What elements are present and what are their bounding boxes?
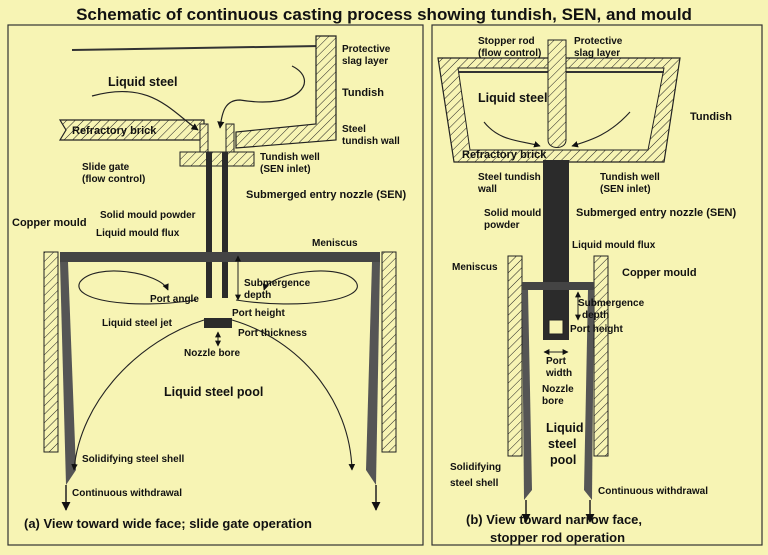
b-label-slag-2: slag layer bbox=[574, 48, 620, 59]
a-sen-right-wall bbox=[222, 152, 228, 298]
b-label-well-2: (SEN inlet) bbox=[600, 184, 651, 195]
b-copper-mould-left bbox=[507, 255, 523, 457]
b-label-well-1: Tundish well bbox=[600, 172, 660, 183]
a-label-wall-1: Steel bbox=[342, 124, 366, 135]
a-label-nozzle-bore: Nozzle bore bbox=[184, 348, 241, 359]
b-label-bore-1: Nozzle bbox=[542, 384, 574, 395]
a-slag-layer-line bbox=[71, 45, 321, 51]
panel-b-frame bbox=[431, 24, 763, 546]
a-well-right bbox=[225, 123, 235, 155]
a-refractory-brick bbox=[58, 119, 205, 141]
a-jet-right bbox=[231, 319, 356, 471]
b-label-port-width-2: width bbox=[545, 368, 572, 379]
a-copper-mould-left bbox=[43, 251, 59, 453]
b-label-shell-1: Solidifying bbox=[450, 462, 501, 473]
a-well-left bbox=[199, 123, 209, 155]
b-label-refractory: Refractory brick bbox=[462, 149, 547, 161]
a-label-slag-1: Protective bbox=[342, 44, 391, 55]
a-mould-flux-band bbox=[60, 252, 380, 262]
figure-title: Schematic of continuous casting process … bbox=[76, 5, 692, 24]
a-label-withdrawal: Continuous withdrawal bbox=[72, 488, 182, 499]
a-label-sub-2: depth bbox=[244, 290, 271, 301]
a-loop-right bbox=[235, 270, 358, 305]
b-label-sub-1: Submergence bbox=[578, 298, 645, 309]
b-label-liquid-steel: Liquid steel bbox=[478, 91, 547, 105]
a-label-powder: Solid mould powder bbox=[100, 210, 196, 221]
a-flow-left bbox=[91, 90, 199, 131]
a-copper-mould-right bbox=[381, 251, 397, 453]
b-label-port-width-1: Port bbox=[546, 356, 567, 367]
a-label-well-2: (SEN inlet) bbox=[260, 164, 311, 175]
b-stopper-rod bbox=[547, 39, 567, 148]
a-shell-left bbox=[60, 262, 76, 485]
b-flow-left bbox=[483, 121, 541, 148]
b-label-powder-2: powder bbox=[484, 220, 520, 231]
b-caption-1: (b) View toward narrow face, bbox=[466, 512, 642, 527]
a-label-liquid-steel: Liquid steel bbox=[108, 75, 177, 89]
a-jet-left bbox=[71, 319, 205, 471]
b-label-pool-1: Liquid bbox=[546, 421, 584, 435]
a-label-port-thickness: Port thickness bbox=[238, 328, 307, 339]
b-label-pool-2: steel bbox=[548, 437, 577, 451]
a-label-jet: Liquid steel jet bbox=[102, 318, 173, 329]
b-label-bore-2: bore bbox=[542, 396, 564, 407]
b-flow-right bbox=[571, 111, 631, 148]
b-label-shell-2: steel shell bbox=[450, 478, 499, 489]
b-label-sub-2: depth bbox=[582, 310, 609, 321]
a-label-flux: Liquid mould flux bbox=[96, 228, 180, 239]
b-sen-port bbox=[548, 319, 564, 335]
a-label-tundish: Tundish bbox=[342, 87, 384, 99]
b-shell-right bbox=[584, 290, 594, 500]
b-copper-mould-right bbox=[593, 255, 609, 457]
a-flow-right bbox=[217, 65, 305, 129]
b-label-stopper-2: (flow control) bbox=[478, 48, 541, 59]
a-label-copper-mould: Copper mould bbox=[12, 217, 87, 229]
b-label-port-height: Port height bbox=[570, 324, 623, 335]
a-label-refractory: Refractory brick bbox=[72, 125, 157, 137]
a-label-port-height: Port height bbox=[232, 308, 285, 319]
b-label-powder-1: Solid mould bbox=[484, 208, 541, 219]
panel-a-frame bbox=[7, 24, 424, 546]
b-label-withdrawal: Continuous withdrawal bbox=[598, 486, 708, 497]
b-sen bbox=[543, 160, 569, 340]
b-label-slag-1: Protective bbox=[574, 36, 623, 47]
a-label-well-1: Tundish well bbox=[260, 152, 320, 163]
b-label-flux: Liquid mould flux bbox=[572, 240, 656, 251]
a-label-meniscus: Meniscus bbox=[312, 238, 358, 249]
b-label-meniscus: Meniscus bbox=[452, 262, 498, 273]
a-label-port-angle: Port angle bbox=[150, 294, 199, 305]
a-sen-left-wall bbox=[206, 152, 212, 298]
b-label-copper-mould: Copper mould bbox=[622, 267, 697, 279]
a-label-sub-1: Submergence bbox=[244, 278, 311, 289]
a-loop-left bbox=[78, 270, 197, 305]
a-label-pool: Liquid steel pool bbox=[164, 385, 263, 399]
a-sen-bottom bbox=[204, 318, 232, 328]
panel-b: Stopper rod (flow control) Protective sl… bbox=[437, 36, 736, 545]
b-caption-2: stopper rod operation bbox=[490, 530, 625, 545]
b-label-pool-3: pool bbox=[550, 453, 576, 467]
a-shell-right bbox=[366, 262, 380, 485]
a-label-wall-2: tundish wall bbox=[342, 136, 400, 147]
a-caption: (a) View toward wide face; slide gate op… bbox=[24, 516, 312, 531]
panel-a: Protective slag layer Liquid steel Tundi… bbox=[12, 35, 406, 531]
a-tundish-wall bbox=[235, 35, 337, 149]
a-label-gate-2: (flow control) bbox=[82, 174, 145, 185]
a-label-gate-1: Slide gate bbox=[82, 162, 130, 173]
a-label-slag-2: slag layer bbox=[342, 56, 388, 67]
a-slide-gate bbox=[179, 151, 255, 167]
b-label-stopper-1: Stopper rod bbox=[478, 36, 535, 47]
b-label-tundish: Tundish bbox=[690, 111, 732, 123]
a-label-sen: Submerged entry nozzle (SEN) bbox=[246, 189, 406, 201]
b-shell-left bbox=[522, 290, 532, 500]
a-label-shell: Solidifying steel shell bbox=[82, 454, 184, 465]
b-label-wall-1: Steel tundish bbox=[478, 172, 541, 183]
b-label-sen: Submerged entry nozzle (SEN) bbox=[576, 207, 736, 219]
b-label-wall-2: wall bbox=[477, 184, 497, 195]
b-mould-flux-band bbox=[522, 282, 594, 290]
